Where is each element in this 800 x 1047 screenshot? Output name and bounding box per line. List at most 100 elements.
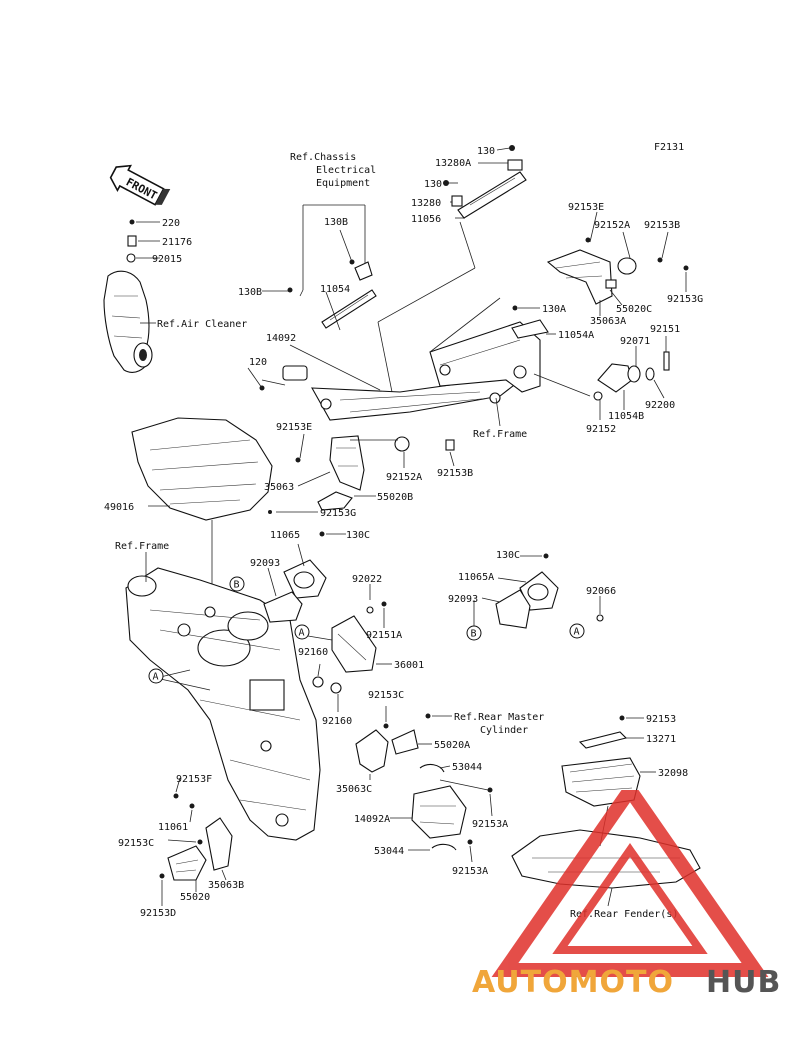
label-92153D: 92153D [140,908,176,919]
label-92153: 92153 [646,714,676,725]
label-14092: 14092 [266,333,296,344]
label-130C: 130C [346,530,370,541]
label-92153G: 92153G [320,508,356,519]
label-92151: 92151 [650,324,680,335]
label-11065: 11065 [270,530,300,541]
cover-49016 [131,417,273,600]
label-92152A: 92152A [386,472,422,483]
label-53044: 53044 [374,846,404,857]
label-36001: 36001 [394,660,424,671]
reference-labels: Ref.Chassis Electrical Equipment Ref.Air… [115,152,678,920]
air-cleaner-duct [103,219,160,373]
label-92093: 92093 [250,558,280,569]
cap-14092 [247,344,381,391]
callout-b-frame: B [229,576,245,592]
callout-b-detail: B [466,625,482,641]
watermark-triangle-icon [491,790,769,977]
label-130: 130 [477,146,495,157]
label-32098: 32098 [658,768,688,779]
ref-frame-top: Ref.Frame [473,429,527,440]
label-13280: 13280 [411,198,441,209]
bracket-35063C [355,706,452,780]
label-130B: 130B [324,217,348,228]
plate-36001 [307,584,392,712]
svg-text:A: A [299,628,305,639]
label-11065A: 11065A [458,572,494,583]
label-53044: 53044 [452,762,482,773]
label-11054B: 11054B [608,411,644,422]
label-55020C: 55020C [616,304,652,315]
svg-text:B: B [471,629,477,640]
ref-frame-left: Ref.Frame [115,541,169,552]
stay-11054A [511,305,556,339]
label-92066: 92066 [586,586,616,597]
label-130C: 130C [496,550,520,561]
label-92153F: 92153F [176,774,212,785]
lid-11065 [263,531,346,623]
watermark-suffix: HUB [706,965,781,1000]
label-92153C: 92153C [118,838,154,849]
label-92152: 92152 [586,424,616,435]
label-130: 130 [424,179,442,190]
ref-rear-master-line-2: Cylinder [480,725,528,736]
label-35063A: 35063A [590,316,626,327]
label-35063: 35063 [264,482,294,493]
label-49016: 49016 [104,502,134,513]
label-92153A: 92153A [472,819,508,830]
label-35063B: 35063B [208,880,244,891]
label-11061: 11061 [158,822,188,833]
label-92153B: 92153B [437,468,473,479]
label-35063C: 35063C [336,784,372,795]
chassis-bracket-11054 [262,204,393,393]
upper-stay-11056 [377,145,527,323]
ref-chassis-line-1: Ref.Chassis [290,152,356,163]
label-92160: 92160 [322,716,352,727]
watermark-prefix: AUTOMOTO [472,965,674,1000]
cover-14092A [390,763,493,863]
main-frame [125,552,321,841]
bracket-35063 [268,433,455,514]
part-number-labels: 130 13280A 130 13280 11056 130B 130B 110… [104,146,703,919]
label-92200: 92200 [645,400,675,411]
ref-rear-master-line-1: Ref.Rear Master [454,712,544,723]
label-11054: 11054 [320,284,350,295]
label-92152A: 92152A [594,220,630,231]
bracket-35063A [546,211,689,316]
label-13280A: 13280A [435,158,471,169]
label-92153A: 92153A [452,866,488,877]
label-55020A: 55020A [434,740,470,751]
front-arrow-icon: FRONT [109,164,171,206]
label-220: 220 [162,218,180,229]
stay-11054B [533,336,670,420]
label-130A: 130A [542,304,566,315]
callout-a-detail: A [569,623,585,639]
label-92160: 92160 [298,647,328,658]
ref-air-cleaner: Ref.Air Cleaner [157,319,247,330]
label-92153E: 92153E [276,422,312,433]
label-92151A: 92151A [366,630,402,641]
label-13271: 13271 [646,734,676,745]
label-130B: 130B [238,287,262,298]
label-21176: 21176 [162,237,192,248]
callout-a-frame-left: A [148,668,164,684]
ref-chassis-line-3: Equipment [316,178,370,189]
svg-text:A: A [153,672,159,683]
label-11056: 11056 [411,214,441,225]
label-92022: 92022 [352,574,382,585]
label-92071: 92071 [620,336,650,347]
figure-code: F2131 [654,142,684,153]
label-92153B: 92153B [644,220,680,231]
svg-text:B: B [234,580,240,591]
ref-rear-fender: Ref.Rear Fender(s) [570,909,678,920]
svg-text:A: A [574,627,580,638]
label-55020: 55020 [180,892,210,903]
label-92153E: 92153E [568,202,604,213]
label-55020B: 55020B [377,492,413,503]
lid-11065A-detail [473,553,604,629]
upper-frame [311,297,541,427]
bracket-35063B [159,777,233,906]
label-92153C: 92153C [368,690,404,701]
label-92153G: 92153G [667,294,703,305]
ref-chassis-line-2: Electrical [316,165,376,176]
